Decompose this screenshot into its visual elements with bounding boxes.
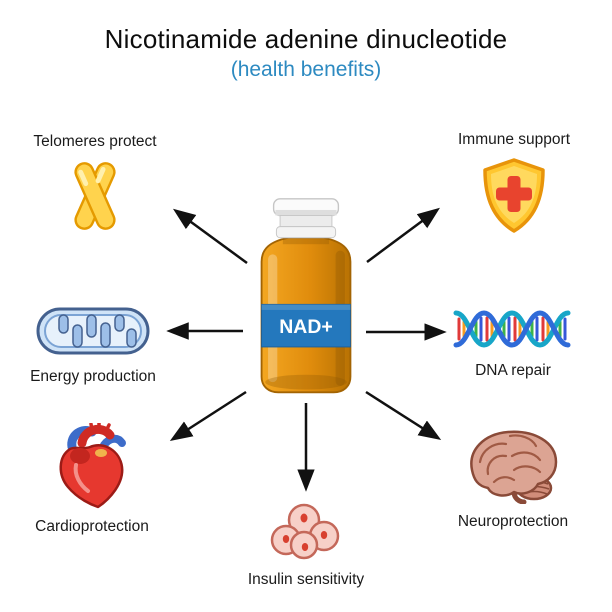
pancreas-cells-icon — [264, 500, 348, 562]
benefit-dna: DNA repair — [438, 305, 588, 380]
benefit-cardio-label: Cardioprotection — [35, 518, 149, 535]
arrow-top-right — [366, 207, 441, 264]
heart-icon — [52, 423, 132, 509]
vial-label-text: NAD+ — [279, 316, 332, 338]
benefit-energy: Energy production — [18, 301, 168, 386]
benefit-energy-label: Energy production — [30, 368, 156, 385]
chromosome-icon — [63, 159, 127, 233]
benefit-cardio: Cardioprotection — [17, 423, 167, 536]
benefit-insulin-label: Insulin sensitivity — [247, 571, 365, 588]
page-subtitle: (health benefits) — [230, 58, 382, 81]
mitochondria-icon — [35, 301, 151, 359]
benefit-telomeres-label: Telomeres protect — [33, 133, 157, 150]
brain-icon — [464, 426, 562, 504]
vial-label-band — [261, 303, 351, 348]
nad-vial: NAD+ — [255, 197, 357, 396]
vial-icon: NAD+ — [260, 198, 352, 394]
dna-icon — [453, 305, 573, 353]
benefit-immune-label: Immune support — [458, 131, 570, 148]
page-title: Nicotinamide adenine dinucleotide — [104, 24, 508, 54]
benefit-immune: Immune support — [438, 131, 590, 235]
shield-icon — [479, 157, 549, 235]
benefit-telomeres: Telomeres protect — [20, 133, 170, 233]
benefit-insulin: Insulin sensitivity — [231, 500, 381, 589]
arrow-bottom-right — [365, 390, 442, 441]
benefit-neuro: Neuroprotection — [437, 426, 589, 531]
arrow-bottom-left — [169, 390, 247, 442]
benefit-neuro-label: Neuroprotection — [457, 513, 569, 530]
benefit-dna-label: DNA repair — [475, 362, 551, 379]
arrow-top-left — [172, 208, 248, 265]
